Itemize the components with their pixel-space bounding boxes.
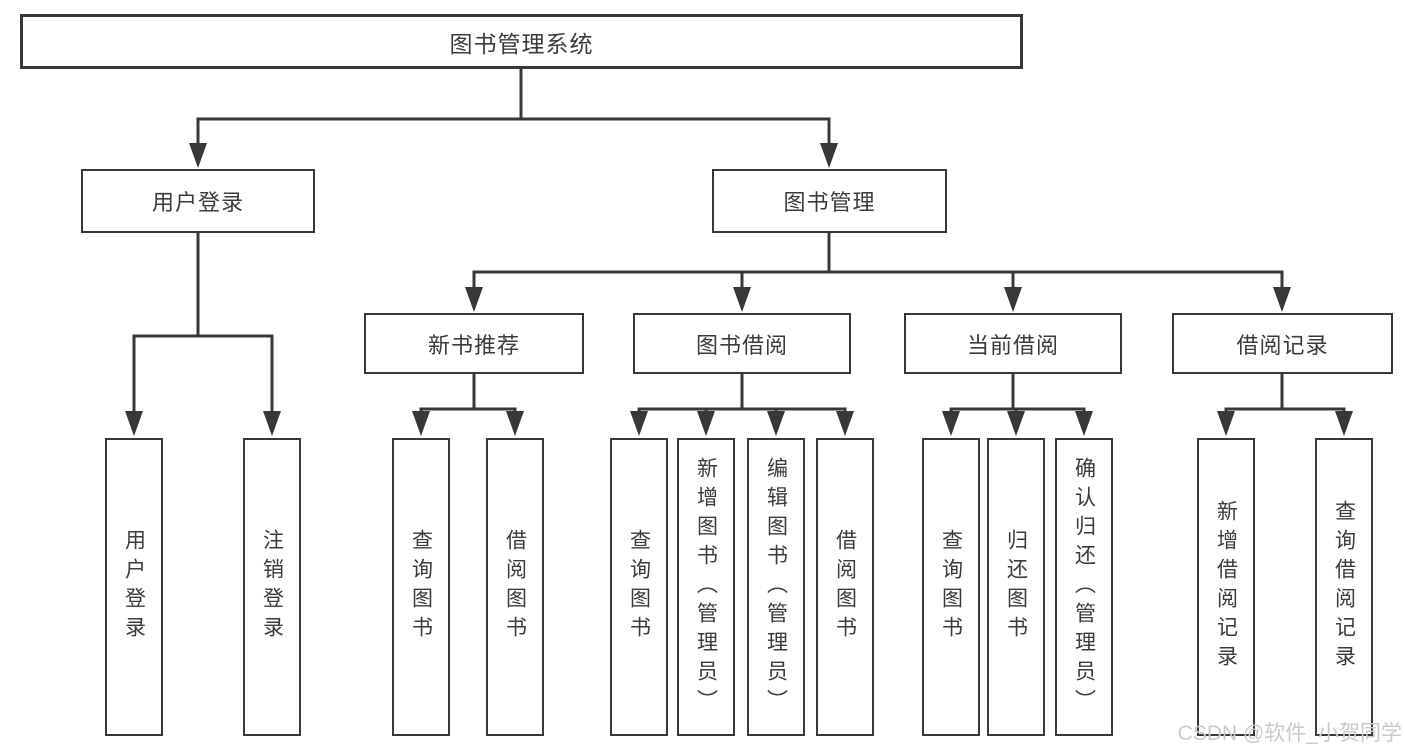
leaf-user-login: 用户登录 bbox=[105, 438, 163, 736]
leaf-borrow-query-books-label: 查询图书 bbox=[627, 529, 651, 645]
leaf-borrow-add-books-admin-label: 新增图书（管理员） bbox=[694, 456, 718, 718]
node-book-borrow: 图书借阅 bbox=[633, 313, 851, 374]
leaf-borrow-edit-books-admin: 编辑图书（管理员） bbox=[747, 438, 805, 736]
leaf-current-query-books: 查询图书 bbox=[922, 438, 980, 736]
node-user-login-branch: 用户登录 bbox=[81, 169, 315, 233]
leaf-current-return-books-label: 归还图书 bbox=[1004, 529, 1028, 645]
csdn-watermark: CSDN @软件_小贺同学 bbox=[1177, 722, 1402, 745]
leaf-current-confirm-return-admin: 确认归还（管理员） bbox=[1055, 438, 1113, 736]
leaf-logout-label: 注销登录 bbox=[260, 529, 284, 645]
leaf-records-query-record-label: 查询借阅记录 bbox=[1332, 500, 1356, 674]
node-new-book-recommend: 新书推荐 bbox=[364, 313, 584, 374]
leaf-records-add-record: 新增借阅记录 bbox=[1197, 438, 1255, 736]
leaf-current-return-books: 归还图书 bbox=[987, 438, 1045, 736]
node-book-management-branch-label: 图书管理 bbox=[783, 190, 876, 215]
node-current-borrow: 当前借阅 bbox=[904, 313, 1122, 374]
leaf-borrow-add-books-admin: 新增图书（管理员） bbox=[677, 438, 735, 736]
leaf-recommend-query-books: 查询图书 bbox=[392, 438, 450, 736]
node-borrow-records: 借阅记录 bbox=[1172, 313, 1393, 374]
leaf-current-query-books-label: 查询图书 bbox=[939, 529, 963, 645]
leaf-records-add-record-label: 新增借阅记录 bbox=[1214, 500, 1238, 674]
leaf-current-confirm-return-admin-label: 确认归还（管理员） bbox=[1072, 456, 1096, 718]
leaf-borrow-borrow-books-label: 借阅图书 bbox=[833, 529, 857, 645]
leaf-recommend-query-books-label: 查询图书 bbox=[409, 529, 433, 645]
leaf-user-login-label: 用户登录 bbox=[122, 529, 146, 645]
node-borrow-records-label: 借阅记录 bbox=[1236, 332, 1329, 358]
node-book-borrow-label: 图书借阅 bbox=[695, 332, 788, 358]
node-user-login-branch-label: 用户登录 bbox=[151, 190, 244, 215]
node-new-book-recommend-label: 新书推荐 bbox=[427, 332, 520, 358]
node-root-system: 图书管理系统 bbox=[20, 14, 1023, 69]
leaf-records-query-record: 查询借阅记录 bbox=[1315, 438, 1373, 736]
leaf-logout: 注销登录 bbox=[243, 438, 301, 736]
leaf-borrow-edit-books-admin-label: 编辑图书（管理员） bbox=[764, 456, 788, 718]
leaf-recommend-borrow-books-label: 借阅图书 bbox=[503, 529, 527, 645]
leaf-borrow-borrow-books: 借阅图书 bbox=[816, 438, 874, 736]
node-book-management-branch: 图书管理 bbox=[712, 169, 947, 233]
leaf-recommend-borrow-books: 借阅图书 bbox=[486, 438, 544, 736]
node-root-system-label: 图书管理系统 bbox=[449, 30, 594, 57]
node-current-borrow-label: 当前借阅 bbox=[966, 332, 1059, 358]
leaf-borrow-query-books: 查询图书 bbox=[610, 438, 668, 736]
